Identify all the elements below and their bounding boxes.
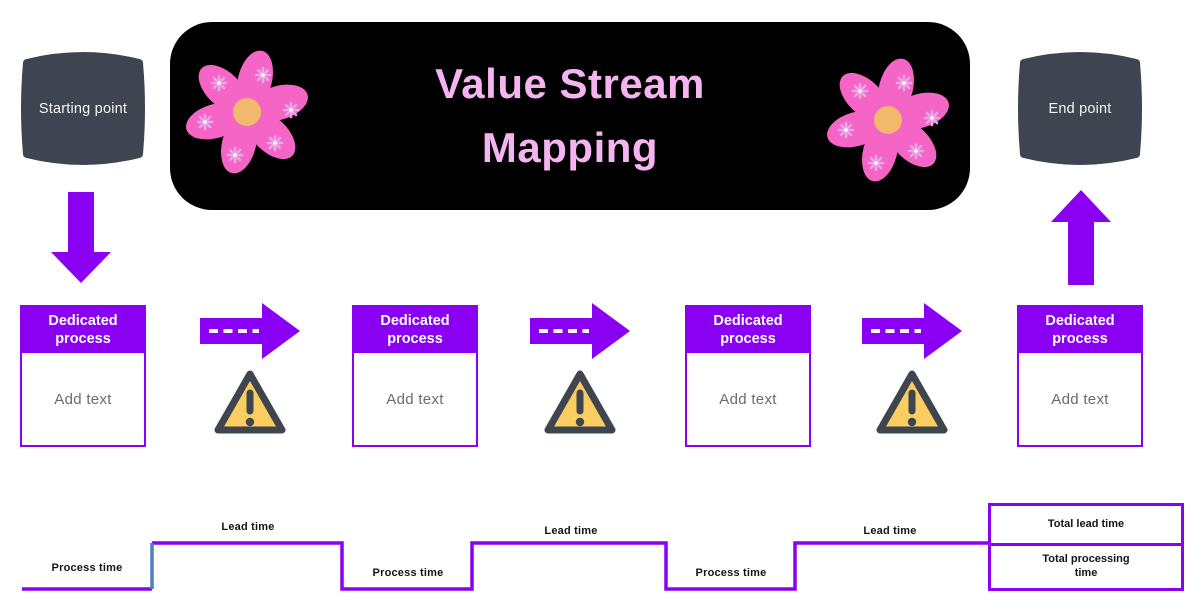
timeline-label: Process time: [695, 567, 767, 579]
end-node: End point: [1017, 45, 1143, 172]
flower-icon: [182, 47, 312, 177]
process-header: Dedicated process: [22, 307, 144, 353]
process-add-text[interactable]: Add text: [54, 390, 112, 408]
start-node-label: Starting point: [38, 100, 128, 117]
timeline-step-line: [22, 541, 989, 591]
timeline-label: Process time: [51, 562, 123, 574]
total-lead-time-cell: Total lead time: [991, 506, 1181, 546]
dashed-arrow-icon: [200, 303, 300, 359]
timeline-label: Lead time: [544, 525, 598, 537]
down-arrow-icon: [51, 192, 111, 283]
page-title: Value Stream Mapping: [435, 60, 705, 171]
process-box-3: Dedicated process Add text: [685, 305, 811, 447]
timeline-label: Lead time: [221, 521, 275, 533]
process-box-1: Dedicated process Add text: [20, 305, 146, 447]
up-arrow-icon: [1051, 190, 1111, 285]
process-box-2: Dedicated process Add text: [352, 305, 478, 447]
timeline-label: Process time: [372, 567, 444, 579]
process-box-4: Dedicated process Add text: [1017, 305, 1143, 447]
process-add-text[interactable]: Add text: [386, 390, 444, 408]
total-processing-time-label: Total processing time: [1042, 553, 1130, 579]
title-banner: Value Stream Mapping: [170, 22, 970, 210]
process-header: Dedicated process: [354, 307, 476, 353]
timeline-label: Lead time: [863, 525, 917, 537]
process-header: Dedicated process: [687, 307, 809, 353]
warning-icon: [212, 367, 288, 439]
warning-icon: [542, 367, 618, 439]
warning-icon: [874, 367, 950, 439]
process-header: Dedicated process: [1019, 307, 1141, 353]
total-processing-time-cell: Total processing time: [991, 546, 1181, 588]
totals-box: Total lead time Total processing time: [988, 503, 1184, 591]
total-lead-time-label: Total lead time: [1047, 517, 1125, 530]
process-add-text[interactable]: Add text: [1051, 390, 1109, 408]
process-add-text[interactable]: Add text: [719, 390, 777, 408]
dashed-arrow-icon: [862, 303, 962, 359]
start-node: Starting point: [20, 45, 146, 172]
flower-icon: [823, 55, 953, 185]
end-node-label: End point: [1048, 100, 1112, 117]
dashed-arrow-icon: [530, 303, 630, 359]
